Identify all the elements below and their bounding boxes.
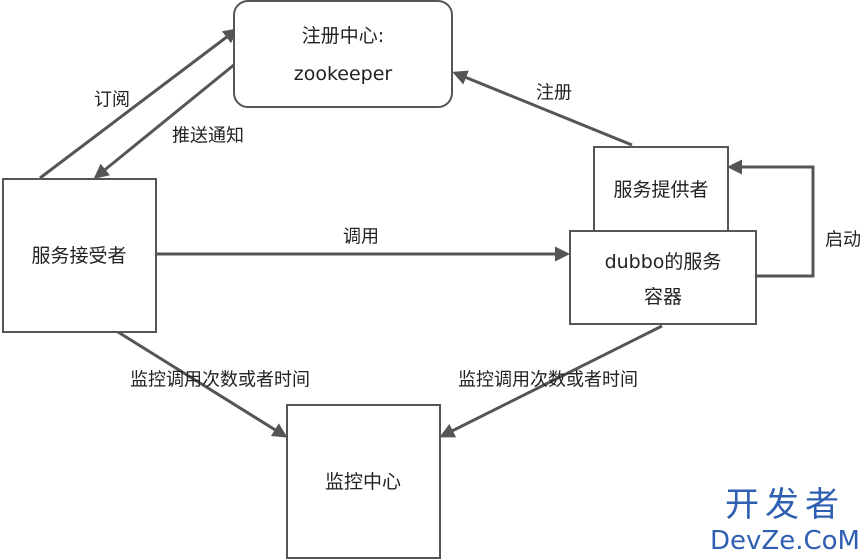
container-node: dubbo的服务 容器 — [569, 230, 757, 325]
consumer-node: 服务接受者 — [2, 178, 157, 333]
monitor-left-arrow — [117, 330, 288, 438]
provider-label: 服务提供者 — [613, 179, 708, 201]
notify-arrow — [93, 58, 241, 179]
registry-label-line1: 注册中心: — [302, 25, 384, 47]
invoke-label: 调用 — [343, 227, 379, 248]
consumer-label: 服务接受者 — [31, 245, 126, 267]
registry-label-line2: zookeeper — [294, 63, 393, 85]
devze-watermark-logo: 开发者 DevZe.CoM — [710, 485, 860, 556]
start-label: 启动 — [825, 230, 861, 251]
subscribe-arrow — [39, 28, 239, 180]
monitor-left-label: 监控调用次数或者时间 — [130, 370, 310, 391]
container-label-line1: dubbo的服务 — [605, 251, 722, 273]
start-arrow — [727, 159, 815, 278]
watermark-en: DevZe.CoM — [710, 526, 860, 556]
monitor-node: 监控中心 — [286, 404, 441, 559]
monitor-right-arrow — [439, 324, 663, 438]
register-arrow — [452, 70, 633, 147]
monitor-label: 监控中心 — [325, 471, 401, 493]
container-label-line2: 容器 — [644, 286, 682, 308]
subscribe-label: 订阅 — [94, 90, 130, 111]
notify-label: 推送通知 — [172, 126, 244, 147]
registry-node: 注册中心: zookeeper — [233, 0, 453, 108]
watermark-cn: 开发者 — [725, 485, 845, 525]
register-label: 注册 — [536, 83, 572, 104]
provider-node: 服务提供者 — [593, 146, 729, 234]
monitor-right-label: 监控调用次数或者时间 — [458, 370, 638, 391]
